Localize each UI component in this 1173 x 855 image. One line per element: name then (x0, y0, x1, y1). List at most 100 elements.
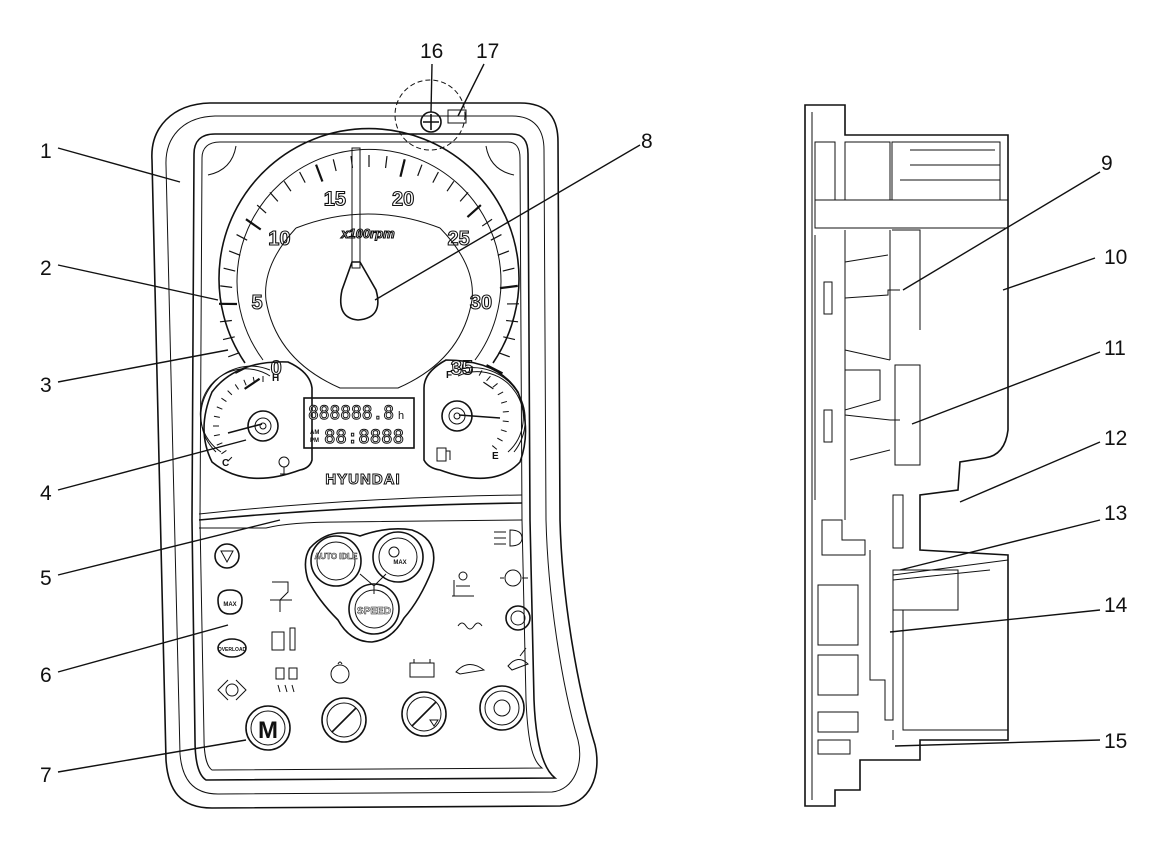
callout-3: 3 (40, 374, 52, 397)
side-internal-stepped (845, 255, 900, 460)
gauge-tick (452, 364, 453, 370)
side-clip (822, 520, 865, 555)
leader-10 (1003, 258, 1095, 290)
preheat-icon (458, 623, 482, 629)
gauge-tick (217, 407, 223, 409)
gauge-tick (497, 438, 502, 441)
mode-button[interactable]: M (246, 706, 290, 750)
tacho-tick (503, 337, 515, 340)
max-power-button[interactable]: MAX (373, 532, 423, 582)
callout-2: 2 (40, 257, 52, 280)
tacho-tick (498, 353, 509, 357)
speed-label: SPEED (357, 606, 391, 617)
power-button[interactable] (480, 686, 524, 730)
side-view (805, 105, 1008, 806)
hyd-oil-icon (218, 680, 246, 700)
tacho-tick (460, 192, 468, 201)
temp-gauge-ticks (213, 376, 263, 461)
fuel-gauge-pin (454, 413, 460, 419)
tacho-tick (270, 192, 278, 201)
gauge-tick (498, 392, 503, 395)
tacho-tick (482, 219, 492, 226)
tacho-tick (316, 165, 322, 182)
side-lower-box-1 (818, 585, 858, 645)
gauge-tick (462, 364, 463, 370)
leader-7 (58, 740, 246, 772)
battery-icon (410, 659, 434, 677)
tacho-tick (284, 181, 291, 191)
gauge-tick (214, 435, 220, 436)
callout-5: 5 (40, 567, 52, 590)
max-button-label: MAX (393, 560, 406, 566)
tacho-tick-marks (219, 155, 519, 389)
callout-13: 13 (1104, 502, 1127, 525)
leader-16 (431, 64, 432, 112)
side-gauge-block (895, 365, 920, 465)
lcd-hour-unit: h (398, 410, 404, 422)
temp-high-label: H (272, 373, 279, 384)
turtle-icon (456, 664, 484, 674)
auto-idle-button[interactable]: AUTO IDLE (311, 536, 361, 586)
divider-mid (199, 503, 522, 520)
leader-8 (375, 145, 640, 300)
callout-8: 8 (641, 130, 653, 153)
max-power-lamp-icon: MAX (218, 590, 242, 614)
callout-1: 1 (40, 140, 52, 163)
work-mode-button[interactable] (322, 698, 366, 742)
fuel-gauge-arc (458, 368, 525, 452)
tacho-tick (447, 181, 454, 191)
temp-low-label: C (222, 458, 229, 469)
gauge-tick (221, 398, 226, 401)
gauge-tick (479, 370, 482, 375)
callout-15: 15 (1104, 730, 1127, 753)
callout-17: 17 (476, 40, 499, 63)
gauge-tick (244, 380, 246, 386)
select-button[interactable] (402, 692, 446, 736)
callout-4: 4 (40, 482, 52, 505)
overload-label: OVERLOAD (218, 647, 247, 653)
tacho-tick (467, 205, 480, 217)
side-led-2 (824, 410, 832, 442)
fuel-pump-icon (437, 448, 450, 461)
gauge-tick (503, 421, 509, 422)
max-lamp-label: MAX (223, 602, 236, 608)
leader-5 (58, 520, 280, 575)
leader-4 (58, 440, 246, 490)
tacho-tick (418, 165, 422, 176)
upper-blocks (815, 142, 1000, 200)
callout-9: 9 (1101, 152, 1113, 175)
tacho-needle (352, 148, 360, 268)
info-icon (331, 662, 349, 683)
side-connector-pin (893, 495, 903, 548)
gauge-tick (217, 443, 223, 445)
side-lower-box-2 (818, 655, 858, 695)
side-lower-walls (870, 550, 958, 720)
lcd-am: AM (310, 430, 319, 436)
hyd-temp-icon (272, 628, 295, 650)
glass-corner-right (486, 146, 514, 175)
leader-3 (58, 350, 228, 382)
brand-logo: HYUNDAI (325, 471, 400, 488)
tacho-tick (224, 268, 236, 271)
callout-11: 11 (1104, 337, 1126, 360)
leader-13 (900, 520, 1100, 570)
callout-12: 12 (1104, 427, 1127, 450)
upper-detail (900, 150, 1000, 180)
callout-6: 6 (40, 664, 52, 687)
side-front-glass (805, 105, 812, 806)
tacho-tick (506, 320, 518, 321)
seat-belt-icon (452, 572, 474, 596)
temp-gauge-arc-inner (200, 369, 270, 452)
side-housing (805, 105, 1008, 806)
fuel-gauge-arc-inner (458, 372, 523, 452)
divider-bottom (199, 520, 522, 528)
tacho-scale-label: 30 (470, 292, 492, 314)
side-internal-walls (815, 230, 920, 520)
glass-corner-left (208, 146, 236, 175)
callout-7: 7 (40, 764, 52, 787)
callout-10: 10 (1104, 246, 1127, 269)
lcd-clock: 88:8888 (324, 426, 404, 448)
leader-12 (960, 442, 1100, 502)
